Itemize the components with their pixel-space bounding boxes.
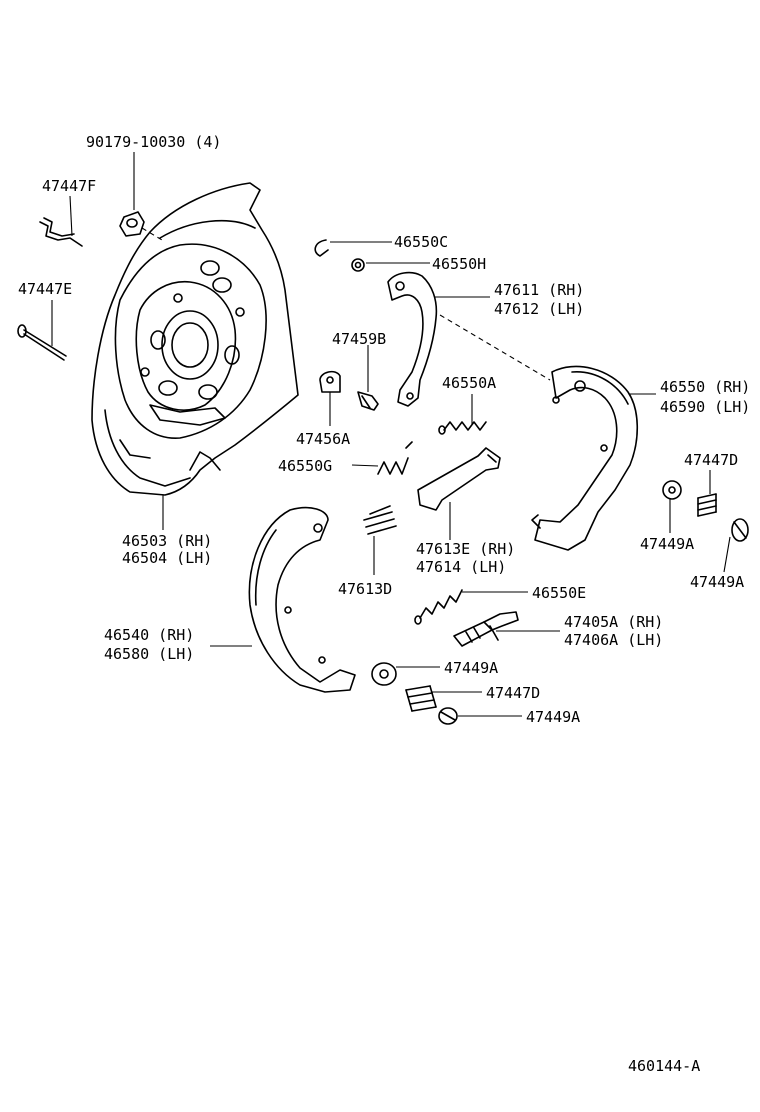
leader-47449a-right2	[723, 536, 731, 573]
label-47405a: 47405A (RH)	[564, 613, 663, 631]
label-47612: 47612 (LH)	[494, 300, 584, 318]
label-47447d-right: 47447D	[684, 451, 738, 469]
spring-46550g	[377, 441, 413, 475]
bolt-47459b	[357, 391, 379, 411]
leader-46550g	[351, 464, 379, 467]
label-46580: 46580 (LH)	[104, 645, 194, 663]
label-47449a-3: 47449A	[444, 659, 498, 677]
clip-46550c	[314, 239, 329, 257]
label-47447f: 47447F	[42, 177, 96, 195]
retainer-47449a-lower	[438, 707, 458, 725]
label-47447e: 47447E	[18, 280, 72, 298]
label-47447d-lower: 47447D	[486, 684, 540, 702]
washer-46550h	[351, 258, 365, 272]
nut-90179	[119, 211, 145, 237]
dash-47611	[439, 314, 551, 381]
label-47613e: 47613E (RH)	[416, 540, 515, 558]
label-46504: 46504 (LH)	[122, 549, 212, 567]
shoe-46550	[531, 365, 639, 551]
label-47614: 47614 (LH)	[416, 558, 506, 576]
diagram-code: 460144-A	[628, 1057, 700, 1075]
label-46590: 46590 (LH)	[660, 398, 750, 416]
leader-47447f	[69, 195, 73, 237]
shoe-46540	[248, 506, 356, 693]
spring-46550e	[414, 589, 463, 625]
label-46550: 46550 (RH)	[660, 378, 750, 396]
label-47449a-1: 47449A	[640, 535, 694, 553]
pin-47447e	[17, 324, 67, 361]
label-47406a: 47406A (LH)	[564, 631, 663, 649]
label-47611: 47611 (RH)	[494, 281, 584, 299]
spring-46550a	[438, 421, 487, 435]
plate-47456a	[319, 370, 341, 393]
label-90179: 90179-10030 (4)	[86, 133, 221, 151]
label-47449a-4: 47449A	[526, 708, 580, 726]
backing-plate	[91, 182, 299, 496]
spring-47613d	[363, 505, 397, 535]
label-46550e: 46550E	[532, 584, 586, 602]
label-46540: 46540 (RH)	[104, 626, 194, 644]
label-46550g: 46550G	[278, 457, 332, 475]
washer-47449a-lower	[371, 662, 397, 686]
label-47456a: 47456A	[296, 430, 350, 448]
label-47459b: 47459B	[332, 330, 386, 348]
label-47613d: 47613D	[338, 580, 392, 598]
label-46550h: 46550H	[432, 255, 486, 273]
dash-90179	[141, 227, 163, 241]
adjuster-47405a	[453, 611, 519, 647]
label-46503: 46503 (RH)	[122, 532, 212, 550]
washer-47449a-right	[662, 480, 682, 500]
lever-47611	[387, 271, 438, 407]
label-46550a: 46550A	[442, 374, 496, 392]
strut-47613e	[417, 447, 501, 511]
spring-47447d-lower	[405, 685, 437, 712]
retainer-47449a-right	[731, 518, 749, 542]
label-46550c: 46550C	[394, 233, 448, 251]
pin-47447f	[39, 217, 83, 247]
spring-47447d-right	[697, 493, 717, 517]
label-47449a-2: 47449A	[690, 573, 744, 591]
callout-labels: 90179-10030 (4) 47447F 47447E 46503 (RH)…	[18, 133, 750, 1075]
